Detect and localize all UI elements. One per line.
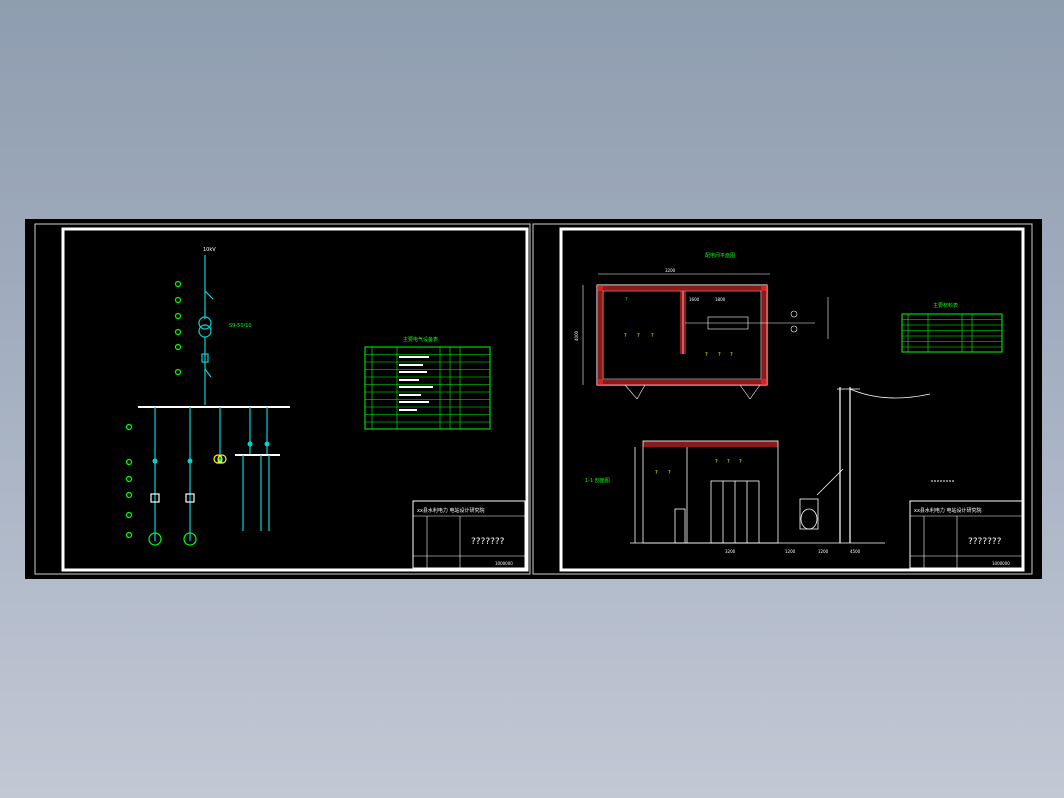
right-table-title: 主要材料表 xyxy=(933,302,958,309)
svg-text:?: ? xyxy=(668,470,671,476)
transformer-label: S9-50/10 xyxy=(229,323,252,329)
svg-text:1600: 1600 xyxy=(689,297,700,302)
svg-text:3200: 3200 xyxy=(725,549,736,554)
svg-text:?: ? xyxy=(705,352,708,358)
right-title-block: xx县水利电力 电站设计研究院 ??????? 1000000 xyxy=(909,500,1023,569)
materials-table: 主要材料表 xyxy=(901,302,1003,353)
svg-text:?: ? xyxy=(625,297,628,303)
svg-text:3200: 3200 xyxy=(665,268,676,273)
equipment-table: 主要电气设备表 xyxy=(364,336,491,430)
left-sheet: 10kV S9-50/10 xyxy=(34,223,531,575)
svg-text:?: ? xyxy=(718,352,721,358)
svg-text:?: ? xyxy=(637,333,640,339)
single-line-diagram: 10kV S9-50/10 xyxy=(125,247,290,546)
svg-text:?: ? xyxy=(730,352,733,358)
svg-text:?: ? xyxy=(727,459,730,465)
voltage-label: 10kV xyxy=(203,247,216,253)
right-drawing-number: 1000000 xyxy=(992,561,1010,566)
right-sheet: 配电间平面图 3200 ??? ??? xyxy=(532,223,1033,575)
svg-text:1800: 1800 xyxy=(715,297,726,302)
svg-text:1200: 1200 xyxy=(785,549,796,554)
plan-title: 配电间平面图 xyxy=(705,252,735,259)
cad-drawing-canvas[interactable]: 10kV S9-50/10 xyxy=(25,219,1042,579)
left-title-block: xx县水利电力 电站设计研究院 ??????? 1000000 xyxy=(412,500,526,569)
plan-view: 3200 ??? ??? ? 1600 1800 xyxy=(574,268,829,400)
svg-text:?: ? xyxy=(715,459,718,465)
section-title: 1-1 剖面图 xyxy=(585,477,610,484)
right-drawing-name: ??????? xyxy=(968,537,1002,547)
section-view: 1-1 剖面图 ?? ? xyxy=(585,387,955,554)
svg-text:?: ? xyxy=(739,459,742,465)
svg-text:4500: 4500 xyxy=(850,549,861,554)
left-table-title: 主要电气设备表 xyxy=(403,336,438,343)
right-title-block-title: xx县水利电力 电站设计研究院 xyxy=(914,507,982,514)
svg-text:?: ? xyxy=(624,333,627,339)
svg-text:4000: 4000 xyxy=(574,330,579,341)
svg-text:?: ? xyxy=(655,470,658,476)
left-title-block-title: xx县水利电力 电站设计研究院 xyxy=(417,507,485,514)
svg-text:?: ? xyxy=(651,333,654,339)
svg-text:1200: 1200 xyxy=(818,549,829,554)
left-drawing-name: ??????? xyxy=(471,537,505,547)
left-drawing-number: 1000000 xyxy=(495,561,513,566)
